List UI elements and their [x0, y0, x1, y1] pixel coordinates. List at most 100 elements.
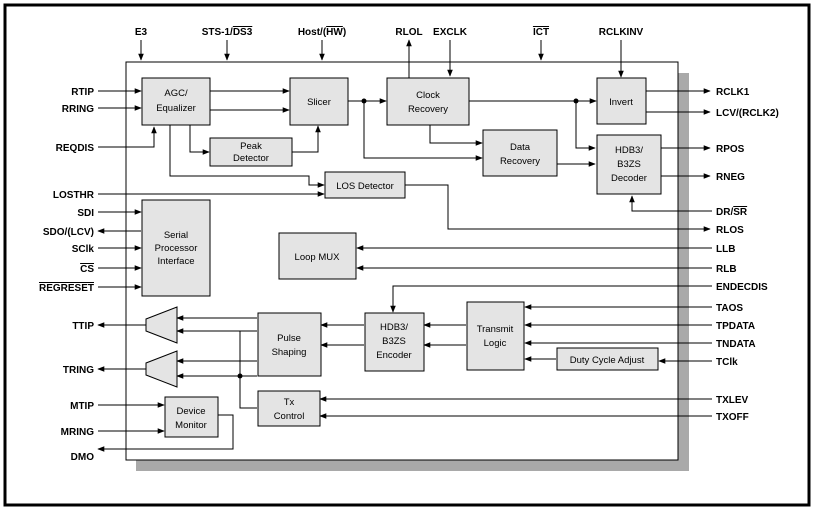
pin-label-part: RCLKINV	[599, 27, 644, 38]
ttip-driver	[145, 306, 178, 344]
svg-text:Monitor: Monitor	[175, 420, 207, 431]
svg-text:Serial: Serial	[164, 230, 188, 241]
svg-text:Slicer: Slicer	[307, 97, 331, 108]
pin-label-part: TNDATA	[716, 339, 756, 350]
svg-text:AGC/: AGC/	[164, 88, 188, 99]
hdb3-encoder-label: Encoder	[376, 350, 411, 361]
pin-label-rring: RRING	[62, 104, 94, 115]
svg-text:Decoder: Decoder	[611, 173, 647, 184]
peak-detector-label: Peak	[240, 141, 262, 152]
duty-cycle-adjust-label: Duty Cycle Adjust	[570, 355, 645, 366]
pin-label-tclk: TClk	[716, 357, 738, 368]
pin-label-dr-sr: DR/SR	[716, 207, 748, 218]
outer-frame	[3, 3, 811, 507]
hdb3-decoder-label: B3ZS	[617, 159, 641, 170]
transmit-logic-block: Transmit Logic	[466, 301, 525, 371]
serial-processor-interface-label: Interface	[158, 256, 195, 267]
pin-label-part: HW	[326, 27, 343, 38]
chip-body	[125, 61, 679, 461]
pin-label-part: SR	[733, 207, 748, 218]
svg-text:HDB3/: HDB3/	[615, 145, 643, 156]
svg-text:Processor: Processor	[155, 243, 198, 254]
serial-processor-interface-block: Serial Processor Interface	[141, 199, 211, 297]
pin-label-rlos: RLOS	[716, 225, 744, 236]
pin-label-rpos: RPOS	[716, 144, 745, 155]
svg-text:Control: Control	[274, 411, 305, 422]
svg-text:Transmit: Transmit	[477, 324, 514, 335]
transmit-logic-label: Logic	[484, 338, 507, 349]
pin-label-rneg: RNEG	[716, 172, 745, 183]
pin-label-part: TXOFF	[716, 412, 749, 423]
pin-label-txlev: TXLEV	[716, 395, 749, 406]
pin-label-tpdata: TPDATA	[716, 321, 755, 332]
pin-label-part: LLB	[716, 244, 735, 255]
pin-label-part: TXLEV	[716, 395, 749, 406]
invert-label: Invert	[609, 97, 633, 108]
pin-label-part: RPOS	[716, 144, 745, 155]
svg-text:Recovery: Recovery	[408, 104, 448, 115]
pin-label-cs: CS	[80, 264, 94, 275]
svg-text:LOS Detector: LOS Detector	[336, 181, 394, 192]
pin-label-part: DMO	[71, 452, 95, 463]
pin-label-part: ENDECDIS	[716, 282, 768, 293]
pin-label-sdi: SDI	[77, 208, 94, 219]
clock-recovery-label: Recovery	[408, 104, 448, 115]
svg-text:Shaping: Shaping	[272, 347, 307, 358]
svg-text:B3ZS: B3ZS	[617, 159, 641, 170]
pin-label-lcv-rclk2: LCV/(RCLK2)	[716, 108, 779, 119]
pin-label-ict: ICT	[533, 27, 549, 38]
pin-label-sclk: SClk	[72, 244, 95, 255]
pin-label-e3: E3	[135, 27, 148, 38]
svg-text:Equalizer: Equalizer	[156, 103, 196, 114]
hdb3-encoder-label: B3ZS	[382, 336, 406, 347]
svg-text:Peak: Peak	[240, 141, 262, 152]
los-detector-block: LOS Detector	[324, 171, 406, 199]
svg-text:Loop MUX: Loop MUX	[295, 252, 341, 263]
pin-label-part: TTIP	[72, 321, 94, 332]
svg-text:Encoder: Encoder	[376, 350, 411, 361]
pin-label-sdo-lcv: SDO/(LCV)	[43, 227, 94, 238]
hdb3-decoder-label: Decoder	[611, 173, 647, 184]
pin-label-part: Host/(	[298, 27, 327, 38]
pin-label-ttip: TTIP	[72, 321, 94, 332]
pin-label-part: ICT	[533, 27, 549, 38]
slicer-label: Slicer	[307, 97, 331, 108]
svg-text:Pulse: Pulse	[277, 333, 301, 344]
svg-text:Device: Device	[176, 406, 205, 417]
pin-label-sts1-ds3: STS-1/DS3	[202, 27, 253, 38]
pin-label-losthr: LOSTHR	[53, 190, 95, 201]
pin-label-part: TClk	[716, 357, 738, 368]
pin-label-tndata: TNDATA	[716, 339, 756, 350]
svg-text:Tx: Tx	[284, 397, 295, 408]
svg-text:Invert: Invert	[609, 97, 633, 108]
pin-label-txoff: TXOFF	[716, 412, 749, 423]
pin-label-part: DS3	[233, 27, 253, 38]
pin-label-part: )	[343, 27, 346, 38]
agc-equalizer-block: AGC/ Equalizer	[141, 77, 211, 126]
data-recovery-block: Data Recovery	[482, 129, 558, 177]
svg-text:B3ZS: B3ZS	[382, 336, 406, 347]
pin-label-rclkinv: RCLKINV	[599, 27, 644, 38]
pulse-shaping-label: Pulse	[277, 333, 301, 344]
pin-label-rtip: RTIP	[71, 87, 94, 98]
duty-cycle-adjust-block: Duty Cycle Adjust	[556, 347, 659, 371]
pulse-shaping-label: Shaping	[272, 347, 307, 358]
pin-label-part: RTIP	[71, 87, 94, 98]
pin-label-part: REGRESET	[39, 283, 94, 294]
pin-label-part: E3	[135, 27, 148, 38]
pin-label-part: MTIP	[70, 401, 94, 412]
hdb3-encoder-block: HDB3/ B3ZS Encoder	[364, 312, 425, 372]
slicer-block: Slicer	[289, 77, 349, 126]
svg-text:HDB3/: HDB3/	[380, 322, 408, 333]
pin-label-part: DR/	[716, 207, 733, 218]
agc-equalizer-label: AGC/	[164, 88, 188, 99]
pin-label-part: REQDIS	[56, 143, 95, 154]
hdb3-decoder-label: HDB3/	[615, 145, 643, 156]
pin-label-part: RLOS	[716, 225, 744, 236]
pin-label-part: SDO/(LCV)	[43, 227, 94, 238]
pin-label-part: RLB	[716, 264, 737, 275]
tx-control-block: Tx Control	[257, 390, 321, 427]
data-recovery-label: Recovery	[500, 156, 540, 167]
transmit-logic-label: Transmit	[477, 324, 514, 335]
